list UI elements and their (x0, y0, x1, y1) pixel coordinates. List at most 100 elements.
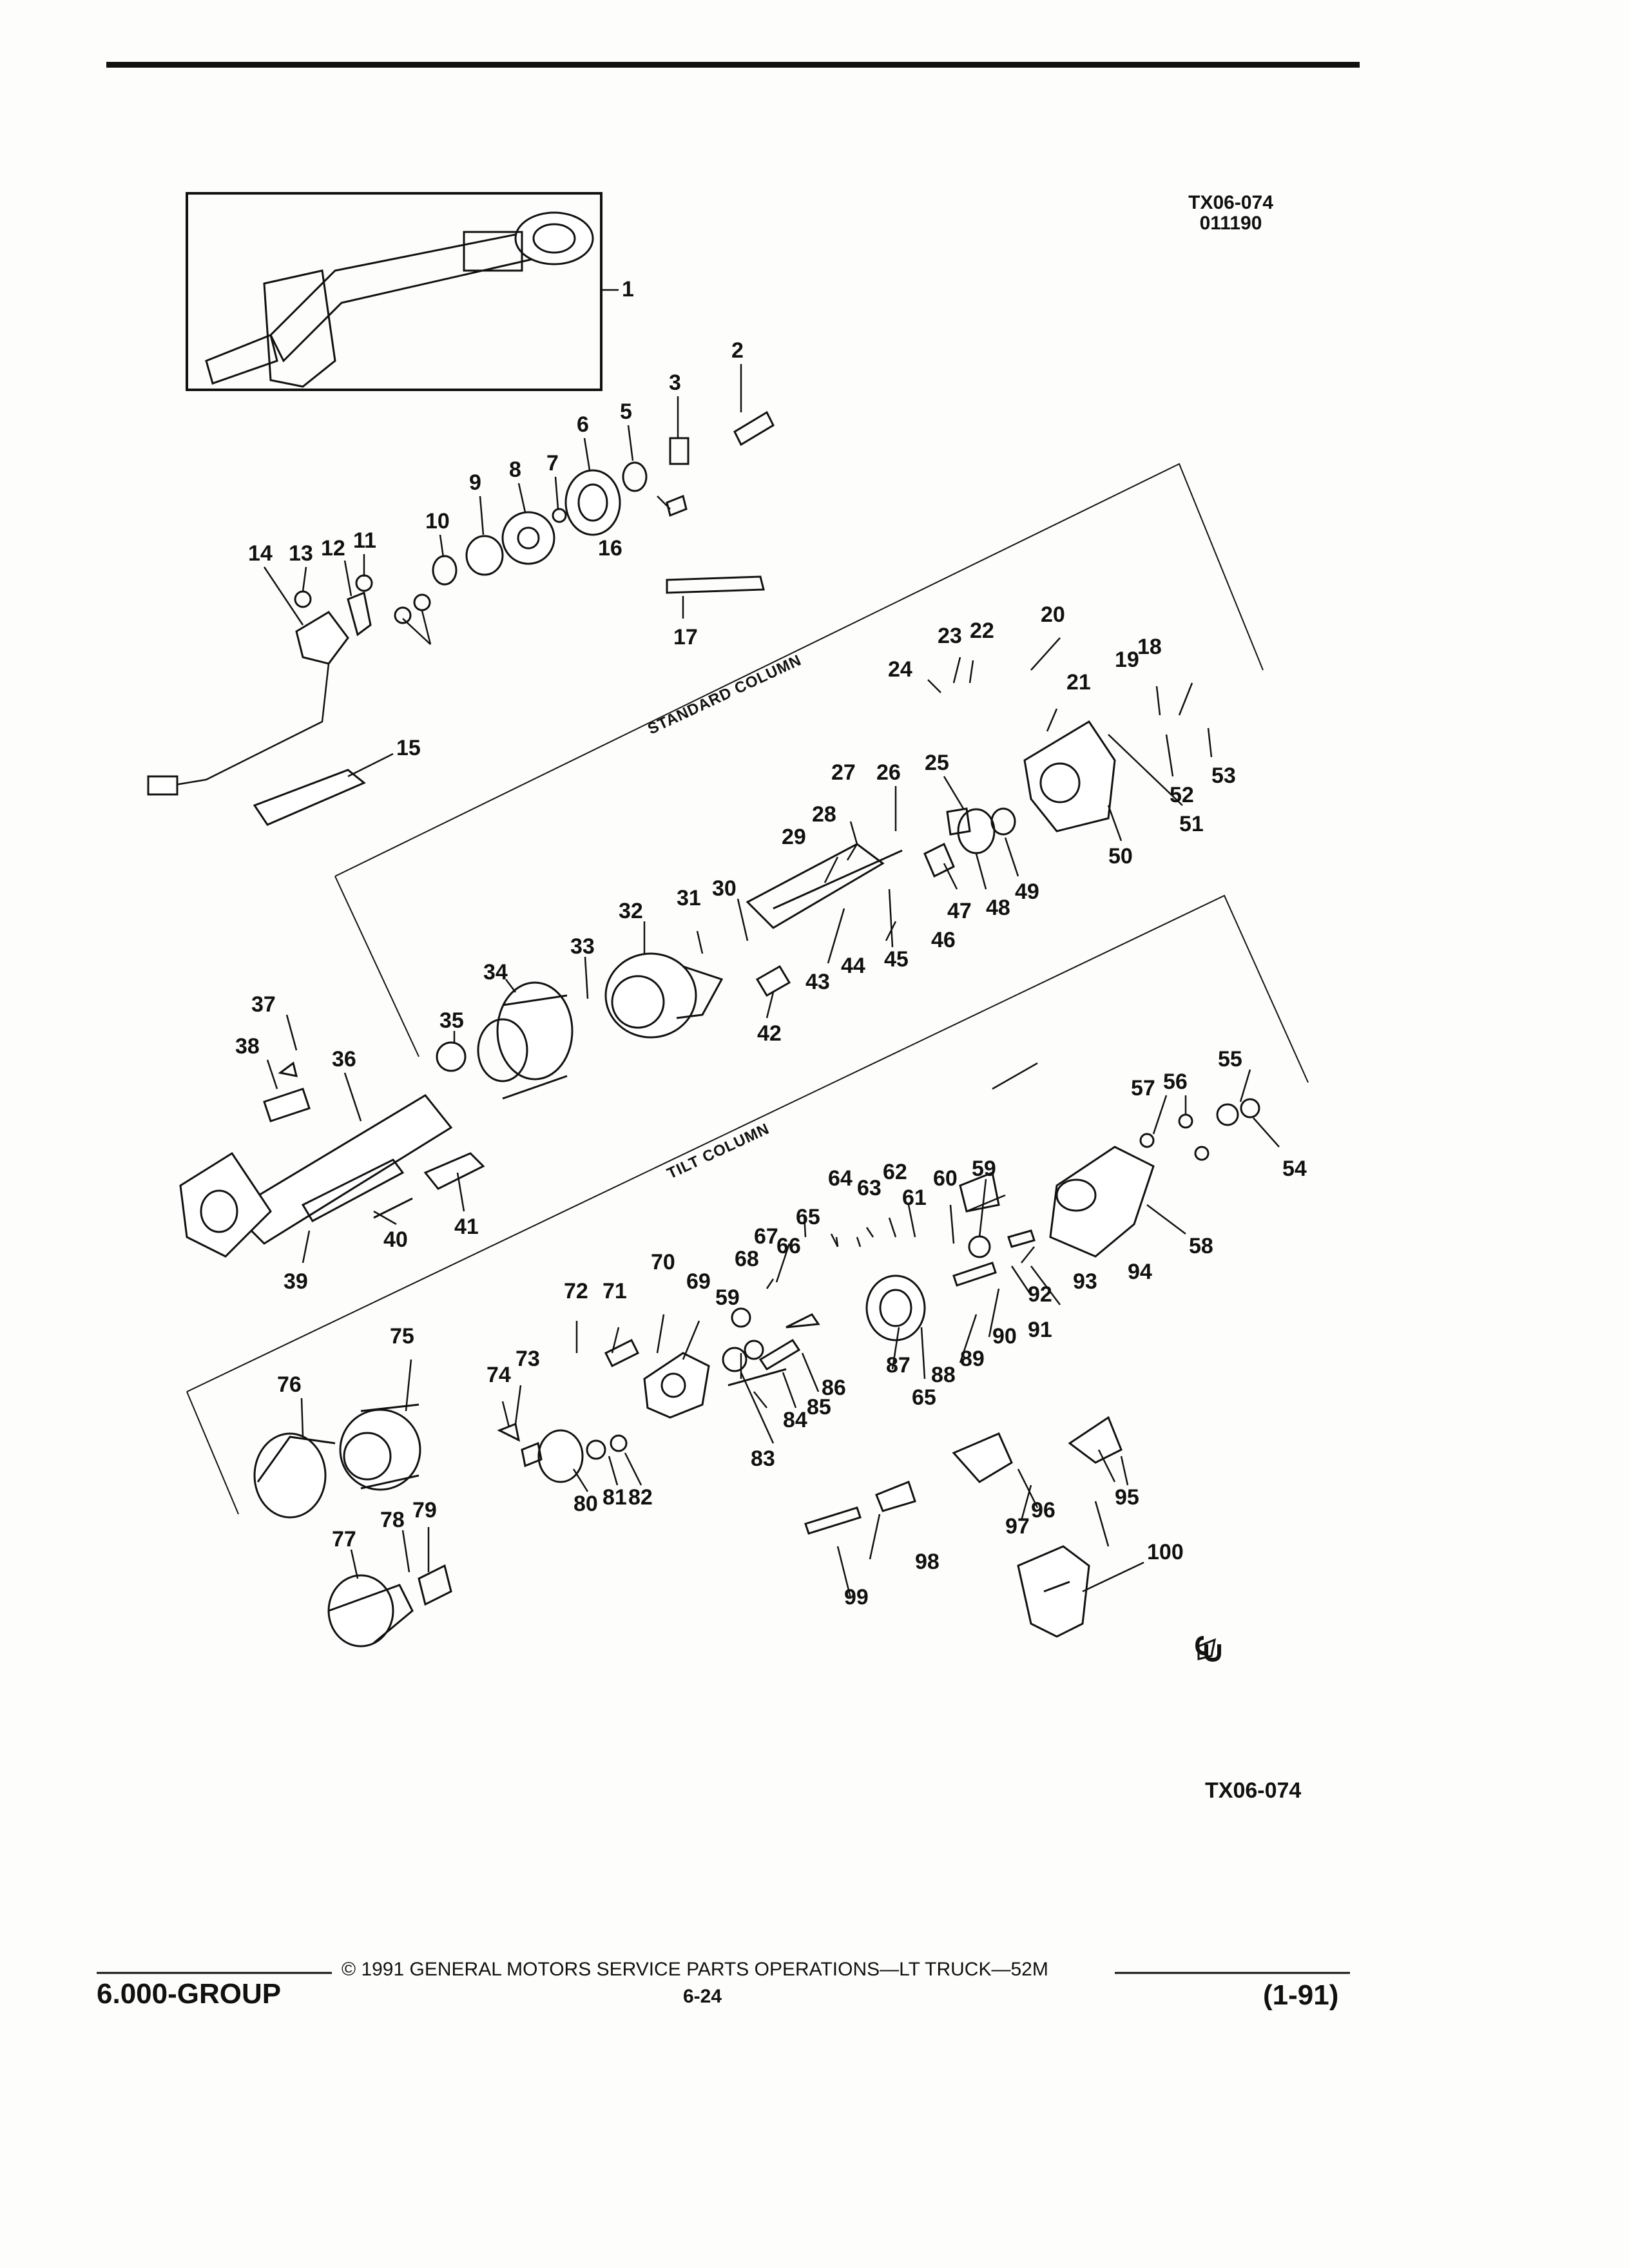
callout-97: 97 (1005, 1514, 1030, 1539)
callout-94: 94 (1128, 1260, 1152, 1284)
callout-77: 77 (332, 1527, 356, 1552)
callout-36: 36 (332, 1047, 356, 1072)
callout-95: 95 (1115, 1485, 1139, 1510)
callout-45: 45 (884, 947, 909, 972)
callout-41: 41 (454, 1215, 479, 1239)
callout-6: 6 (577, 412, 589, 437)
callout-83: 83 (751, 1446, 775, 1471)
callout-59: 59 (972, 1157, 996, 1181)
footer-group: 6.000-GROUP (97, 1978, 282, 2010)
callout-74: 74 (487, 1363, 511, 1387)
callout-24: 24 (888, 657, 912, 682)
callout-12: 12 (321, 536, 345, 561)
callout-13: 13 (289, 541, 313, 566)
callout-42: 42 (757, 1021, 782, 1046)
callout-85: 85 (807, 1395, 831, 1419)
callout-19: 19 (1115, 648, 1139, 672)
callout-96: 96 (1031, 1498, 1055, 1523)
callout-65: 65 (796, 1205, 820, 1229)
callout-79: 79 (412, 1498, 437, 1523)
inset-box (186, 192, 602, 391)
callout-92: 92 (1028, 1282, 1052, 1307)
bottom-figure-code: TX06-074 (1205, 1778, 1301, 1803)
callout-78: 78 (380, 1508, 405, 1532)
callout-80: 80 (574, 1492, 598, 1516)
standard-column-label: STANDARD COLUMN (645, 651, 804, 738)
top-rule (106, 62, 1360, 68)
footer-page-number: 6-24 (683, 1986, 722, 2007)
callout-5: 5 (620, 399, 632, 424)
callout-65b: 65 (912, 1385, 936, 1410)
callout-76: 76 (277, 1372, 302, 1397)
callout-43: 43 (805, 970, 830, 994)
callout-28: 28 (812, 802, 836, 827)
callout-73: 73 (516, 1347, 540, 1371)
callout-31: 31 (677, 886, 701, 910)
callout-67: 67 (754, 1224, 778, 1249)
callout-64: 64 (828, 1166, 853, 1191)
callout-60: 60 (933, 1166, 958, 1191)
callout-35: 35 (439, 1008, 464, 1033)
figure-date: 011190 (1199, 213, 1262, 234)
callout-38: 38 (235, 1034, 260, 1059)
callout-16: 16 (598, 536, 622, 561)
callout-84: 84 (783, 1408, 807, 1432)
callout-54: 54 (1282, 1157, 1307, 1181)
callout-11: 11 (353, 528, 376, 553)
callout-40: 40 (383, 1227, 408, 1252)
callout-26: 26 (876, 760, 901, 785)
callout-55: 55 (1218, 1047, 1242, 1072)
footer-revision: (1-91) (1263, 1979, 1339, 2011)
callout-21: 21 (1066, 670, 1091, 695)
callout-9: 9 (469, 470, 481, 495)
callout-39: 39 (284, 1269, 308, 1294)
callout-37: 37 (251, 992, 276, 1017)
callout-61: 61 (902, 1186, 927, 1210)
callout-33: 33 (570, 934, 595, 959)
tilt-column-bracket (186, 894, 1309, 1392)
callout-49: 49 (1015, 879, 1039, 904)
callout-70: 70 (651, 1250, 675, 1274)
leader-lines (263, 289, 1280, 1599)
callout-69: 69 (686, 1269, 711, 1294)
callout-18: 18 (1137, 635, 1162, 659)
callout-44: 44 (841, 954, 865, 978)
tilt-column-label: TILT COLUMN (664, 1120, 772, 1182)
assembled-column-illustration (205, 211, 594, 388)
callout-88: 88 (931, 1363, 956, 1387)
callout-56: 56 (1163, 1070, 1188, 1094)
callout-81: 81 (602, 1485, 627, 1510)
footer-copyright: © 1991 GENERAL MOTORS SERVICE PARTS OPER… (342, 1959, 1048, 1980)
callout-17: 17 (673, 625, 698, 649)
callout-2: 2 (731, 338, 744, 363)
callout-52: 52 (1170, 783, 1194, 807)
callout-93: 93 (1073, 1269, 1097, 1294)
callout-53: 53 (1211, 764, 1236, 788)
callout-59b: 59 (715, 1285, 740, 1310)
callout-51: 51 (1179, 812, 1204, 836)
callout-3: 3 (669, 370, 681, 395)
callout-47: 47 (947, 899, 972, 923)
callout-27: 27 (831, 760, 856, 785)
callout-91: 91 (1028, 1318, 1052, 1342)
callout-100: 100 (1147, 1540, 1184, 1564)
callout-71: 71 (602, 1279, 627, 1303)
callout-30: 30 (712, 876, 737, 901)
callout-89: 89 (960, 1347, 985, 1371)
callout-23: 23 (938, 624, 962, 648)
callout-62: 62 (883, 1160, 907, 1184)
callout-20: 20 (1041, 602, 1065, 627)
callout-25: 25 (925, 751, 949, 775)
callout-58: 58 (1189, 1234, 1213, 1258)
callout-82: 82 (628, 1485, 653, 1510)
callout-22: 22 (970, 619, 994, 643)
callout-90: 90 (992, 1324, 1017, 1349)
callout-10: 10 (425, 509, 450, 533)
callout-87: 87 (886, 1353, 911, 1378)
callout-72: 72 (564, 1279, 588, 1303)
callout-7: 7 (546, 451, 559, 476)
callout-32: 32 (619, 899, 643, 923)
callout-labels: 1 2 3 5 6 7 8 9 10 11 12 13 14 15 16 17 … (235, 277, 1307, 1610)
callout-68: 68 (735, 1247, 759, 1271)
callout-48: 48 (986, 896, 1010, 920)
